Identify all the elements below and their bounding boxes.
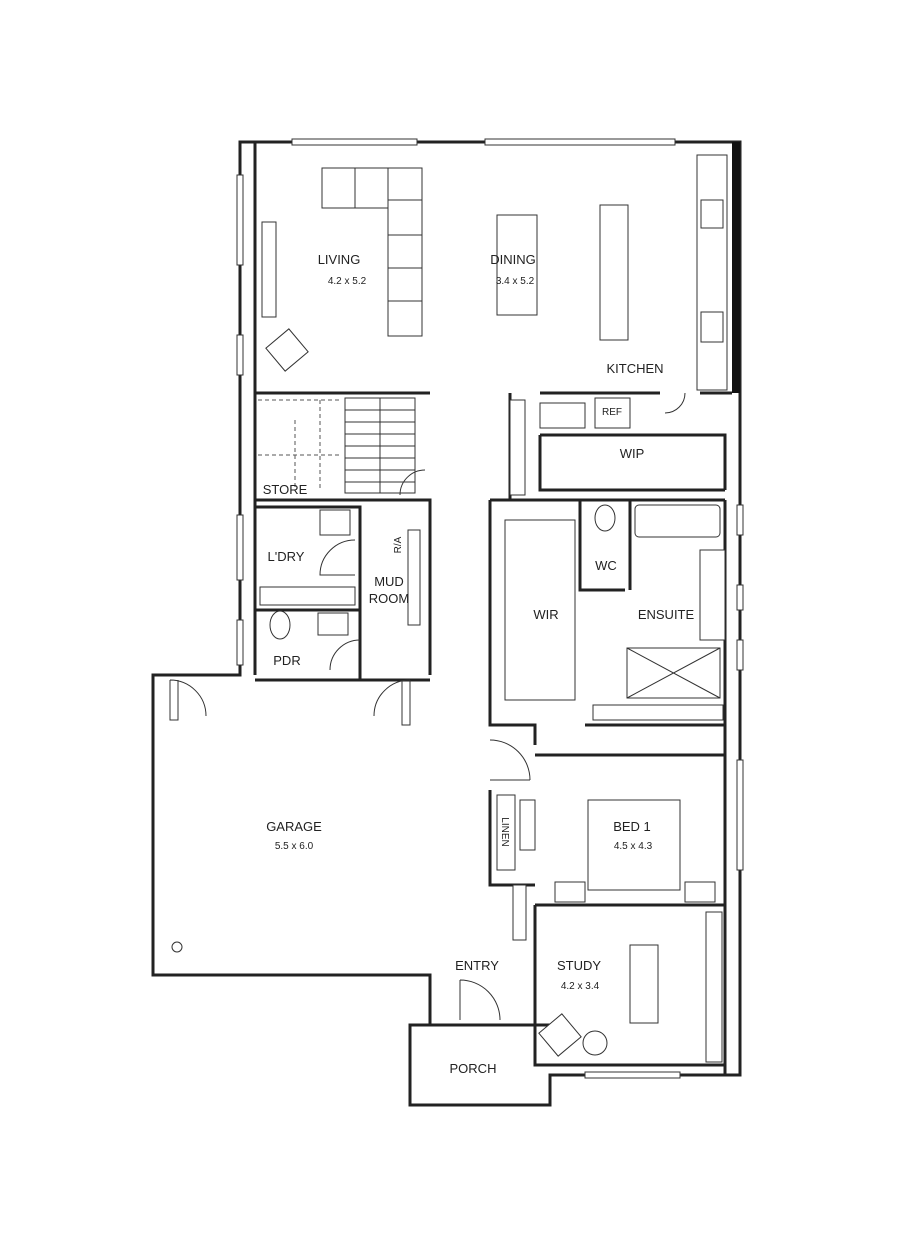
ensuite-label: ENSUITE	[638, 607, 695, 622]
entry-label: ENTRY	[455, 958, 499, 973]
toilet-pdr	[269, 610, 291, 640]
vanity	[699, 549, 726, 641]
wir-label: WIR	[533, 607, 558, 622]
kitchen-feature-wall	[732, 142, 740, 393]
fireplace	[261, 221, 277, 318]
pdr-label: PDR	[273, 653, 300, 668]
laundry-tub	[319, 509, 351, 536]
toilet-wc	[594, 504, 616, 532]
mud-room-label-1: MUD	[374, 574, 404, 589]
dining-size: 3.4 x 5.2	[496, 276, 535, 287]
study-bench	[705, 911, 723, 1063]
sofa	[387, 167, 423, 337]
garage-label: GARAGE	[266, 819, 322, 834]
doors	[169, 392, 686, 1021]
room-labels: LIVING 4.2 x 5.2 DINING 3.4 x 5.2 KITCHE…	[263, 252, 695, 1076]
porch-label: PORCH	[450, 1061, 497, 1076]
fridge	[594, 397, 631, 429]
study-label: STUDY	[557, 958, 601, 973]
bed	[587, 799, 681, 891]
wc-label: WC	[595, 558, 617, 573]
study-chair	[538, 1013, 582, 1057]
ref-label: REF	[602, 407, 622, 418]
laundry-bench	[259, 586, 356, 606]
living-size: 4.2 x 5.2	[328, 276, 367, 287]
furniture	[171, 154, 728, 1063]
bed1-label: BED 1	[613, 819, 651, 834]
staircase	[258, 397, 416, 494]
study-desk	[629, 944, 659, 1024]
wip-label: WIP	[620, 446, 645, 461]
store-label: STORE	[263, 482, 308, 497]
basin-pdr	[317, 612, 349, 636]
garage-size: 5.5 x 6.0	[275, 841, 314, 852]
dining-table	[496, 214, 538, 316]
kitchen-island	[599, 204, 629, 341]
linen-label: LINEN	[499, 817, 510, 846]
study-size: 4.2 x 3.4	[561, 981, 600, 992]
sink-icon	[700, 199, 724, 229]
windows	[236, 138, 744, 1079]
living-label: LIVING	[318, 252, 361, 267]
cooktop-icon	[700, 311, 724, 343]
dining-label: DINING	[490, 252, 536, 267]
armchair	[265, 328, 309, 372]
ra-label: R/A	[393, 536, 404, 553]
mud-room-label-2: ROOM	[369, 591, 409, 606]
kitchen-bench	[696, 154, 728, 391]
kitchen-label: KITCHEN	[606, 361, 663, 376]
bath	[634, 504, 721, 538]
exterior-walls	[151, 140, 742, 1107]
mud-bench	[407, 529, 421, 626]
laundry-label: L'DRY	[268, 549, 305, 564]
bed1-size: 4.5 x 4.3	[614, 841, 653, 852]
linen-cupboard	[496, 794, 516, 871]
